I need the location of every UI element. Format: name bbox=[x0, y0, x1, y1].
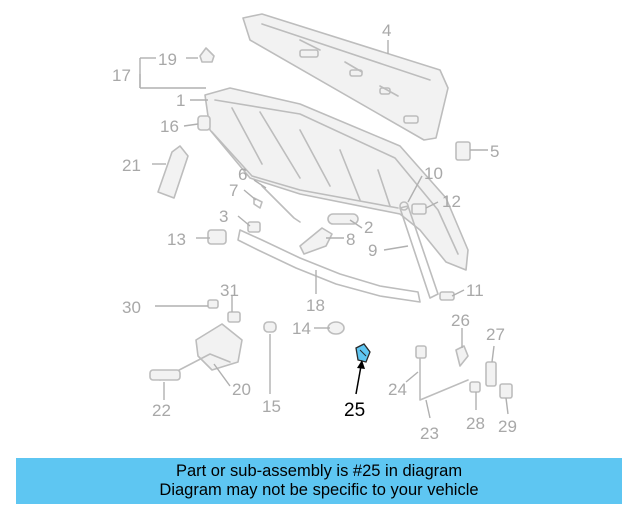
callout-27: 27 bbox=[486, 325, 505, 344]
callout-18: 18 bbox=[306, 296, 325, 315]
leader-lines bbox=[139, 40, 509, 419]
callout-11: 11 bbox=[466, 281, 484, 300]
part-9-strut bbox=[399, 201, 439, 299]
callout-28: 28 bbox=[466, 414, 485, 433]
callout-17: 17 bbox=[112, 66, 131, 85]
callout-3: 3 bbox=[219, 207, 228, 226]
part-5-clip bbox=[455, 141, 471, 161]
callout-19: 19 bbox=[158, 50, 177, 69]
part-16-bumper bbox=[197, 115, 211, 131]
part-7-bolt bbox=[253, 197, 263, 209]
callout-23: 23 bbox=[420, 424, 439, 443]
callout-25: 25 bbox=[344, 400, 365, 421]
part-13-bumper bbox=[207, 229, 227, 245]
part-31-nut bbox=[227, 311, 241, 323]
part-14-grommet bbox=[327, 321, 345, 335]
part-2-handle bbox=[327, 213, 359, 225]
callout-29: 29 bbox=[498, 417, 517, 436]
callout-labels: 1 2 3 4 5 6 7 8 9 10 11 12 13 14 15 16 1… bbox=[112, 21, 517, 443]
callout-14: 14 bbox=[292, 319, 311, 338]
callout-5: 5 bbox=[490, 142, 499, 161]
callout-21: 21 bbox=[122, 156, 141, 175]
part-11-clip bbox=[439, 291, 455, 301]
callout-1: 1 bbox=[176, 91, 185, 110]
callout-30: 30 bbox=[122, 298, 141, 317]
part-3-clip bbox=[247, 221, 261, 233]
callout-9: 9 bbox=[368, 241, 377, 260]
callout-4: 4 bbox=[382, 21, 391, 40]
part-22-lever bbox=[149, 369, 181, 381]
part-19-clip bbox=[199, 47, 215, 63]
banner-line-2: Diagram may not be specific to your vehi… bbox=[159, 481, 479, 499]
part-12-clip bbox=[411, 203, 427, 215]
callout-10: 10 bbox=[424, 164, 443, 183]
part-4-insulator bbox=[242, 13, 449, 141]
callout-16: 16 bbox=[160, 117, 179, 136]
part-24-handle bbox=[415, 345, 427, 359]
part-18-seal bbox=[237, 229, 421, 303]
part-26-clip bbox=[455, 345, 469, 367]
part-25-highlighted[interactable] bbox=[355, 343, 371, 363]
callout-15: 15 bbox=[262, 397, 281, 416]
part-29-bracket bbox=[499, 383, 513, 399]
info-banner: Part or sub-assembly is #25 in diagram D… bbox=[16, 458, 622, 504]
callout-6: 6 bbox=[238, 165, 247, 184]
part-28-screw bbox=[469, 381, 481, 393]
callout-13: 13 bbox=[167, 230, 186, 249]
part-1-hood bbox=[204, 87, 469, 271]
callout-12: 12 bbox=[442, 192, 461, 211]
callout-24: 24 bbox=[388, 380, 407, 399]
part-23-rod bbox=[419, 353, 469, 401]
callout-2: 2 bbox=[364, 218, 373, 237]
callout-31: 31 bbox=[220, 281, 239, 300]
callout-8: 8 bbox=[346, 230, 355, 249]
part-15-plug bbox=[263, 321, 277, 333]
part-27-hook bbox=[485, 361, 497, 387]
leader-25 bbox=[355, 360, 365, 395]
callout-20: 20 bbox=[232, 380, 251, 399]
part-8-bracket bbox=[299, 227, 333, 255]
parts-diagram: 1 2 3 4 5 6 7 8 9 10 11 12 13 14 15 16 1… bbox=[112, 13, 517, 443]
part-6-rod bbox=[261, 185, 301, 223]
part-21-hinge bbox=[157, 145, 189, 199]
callout-26: 26 bbox=[451, 311, 470, 330]
part-30-bolt bbox=[207, 299, 219, 309]
callout-22: 22 bbox=[152, 401, 171, 420]
callout-7: 7 bbox=[229, 181, 238, 200]
banner-line-1: Part or sub-assembly is #25 in diagram bbox=[175, 462, 463, 480]
